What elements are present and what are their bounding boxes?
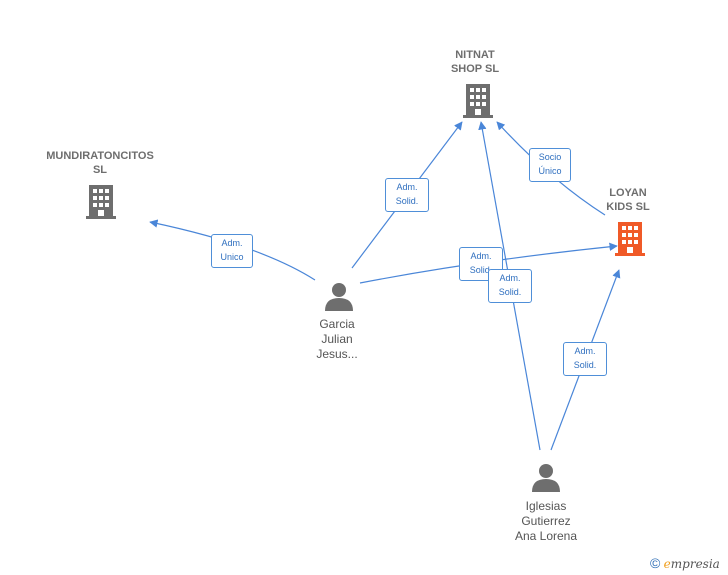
garcia-label[interactable]: Garcia Julian Jesus... bbox=[316, 317, 358, 361]
badge-iglesias-nitnat[interactable]: Adm. Solid. bbox=[488, 269, 532, 303]
badge-garcia-nitnat[interactable]: Adm. Solid. bbox=[385, 178, 429, 212]
copyright-symbol: © bbox=[650, 555, 661, 571]
building-icon[interactable] bbox=[614, 220, 646, 256]
badge-garcia-mundi[interactable]: Adm. Unico bbox=[211, 234, 253, 268]
building-icon[interactable] bbox=[462, 82, 494, 118]
badge-loyan-nitnat[interactable]: Socio Único bbox=[529, 148, 571, 182]
building-icon[interactable] bbox=[85, 183, 117, 219]
brand-rest: mpresia bbox=[670, 557, 720, 571]
person-icon[interactable] bbox=[531, 462, 561, 492]
iglesias-label[interactable]: Iglesias Gutierrez Ana Lorena bbox=[514, 499, 578, 543]
mundiratoncitos-label[interactable]: MUNDIRATONCITOS SL bbox=[46, 150, 154, 176]
person-icon[interactable] bbox=[324, 281, 354, 311]
loyan-label[interactable]: LOYAN KIDS SL bbox=[606, 187, 650, 213]
badge-iglesias-loyan[interactable]: Adm. Solid. bbox=[563, 342, 607, 376]
empresia-logo: © empresia bbox=[650, 555, 720, 571]
brand-e: e bbox=[663, 557, 671, 571]
nitnat-label[interactable]: NITNAT SHOP SL bbox=[450, 49, 500, 75]
